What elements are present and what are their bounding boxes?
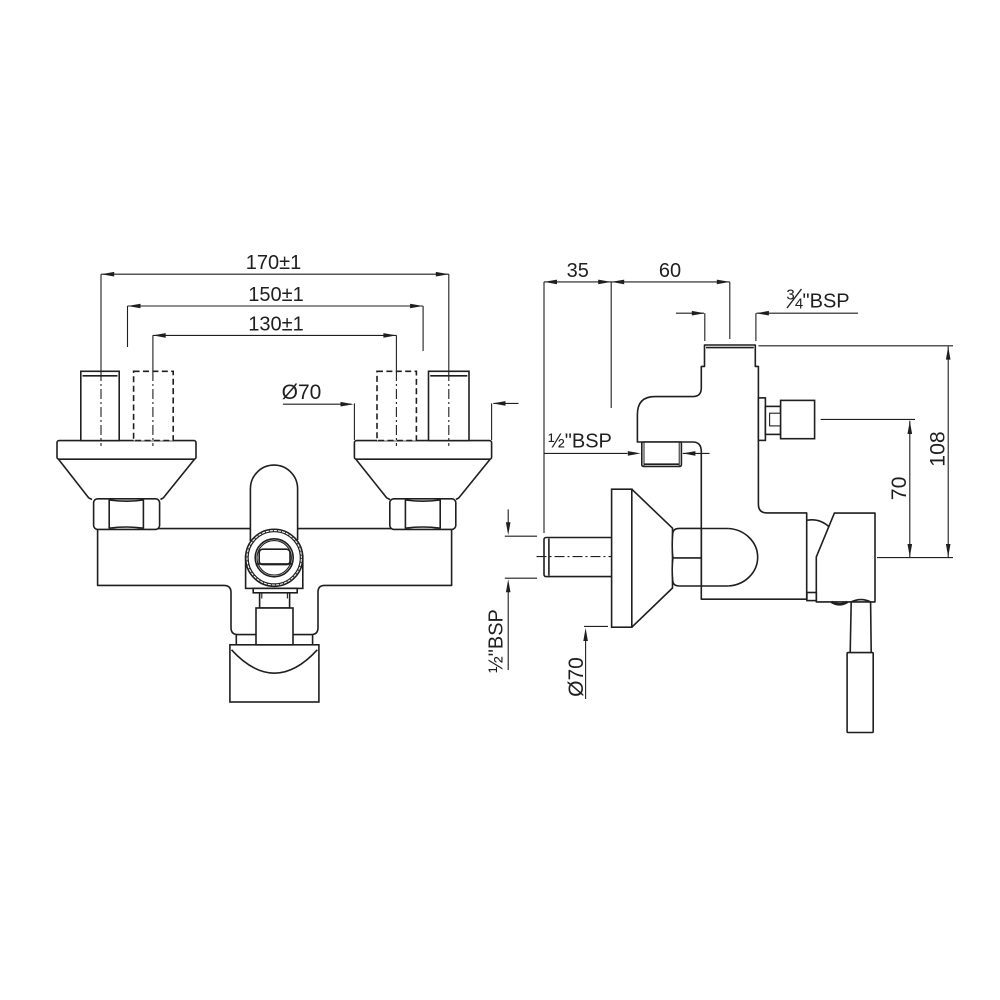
svg-text:170±1: 170±1 — [246, 252, 301, 274]
svg-text:35: 35 — [567, 260, 589, 282]
svg-text:"BSP: "BSP — [803, 291, 850, 313]
svg-text:130±1: 130±1 — [248, 313, 303, 335]
svg-text:150±1: 150±1 — [248, 284, 303, 306]
svg-text:70: 70 — [887, 476, 911, 500]
svg-text:3: 3 — [786, 287, 794, 304]
svg-text:½"BSP: ½"BSP — [486, 609, 508, 673]
svg-text:108: 108 — [926, 431, 950, 467]
svg-text:½"BSP: ½"BSP — [548, 431, 612, 453]
svg-text:Ø70: Ø70 — [565, 657, 588, 697]
svg-text:60: 60 — [659, 260, 681, 282]
svg-text:4: 4 — [795, 296, 803, 313]
svg-text:Ø70: Ø70 — [282, 381, 322, 404]
